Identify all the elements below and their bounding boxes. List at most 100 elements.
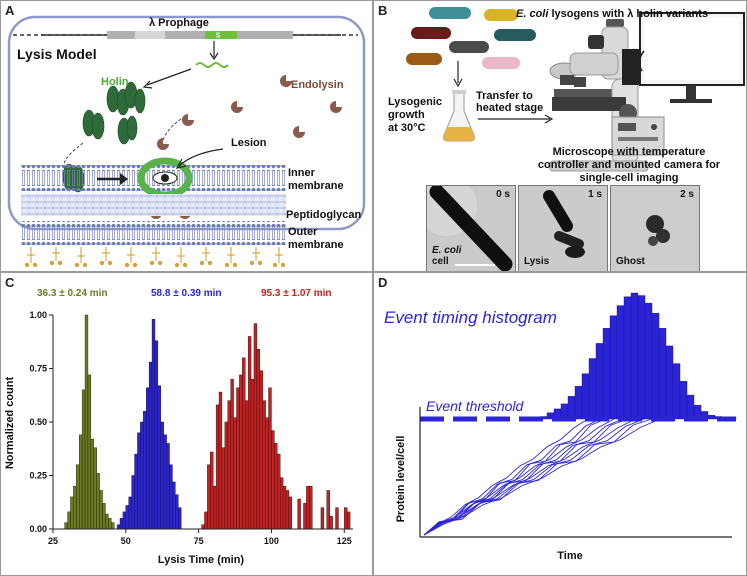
c-bar	[125, 505, 129, 530]
microscope-line-1: Microscope with temperature	[553, 146, 706, 158]
c-bar	[119, 518, 124, 530]
lysogen-7	[482, 57, 520, 69]
imaging-setup-diagram: E. coli lysogens with λ holin variants L…	[388, 7, 745, 184]
c-bar	[96, 473, 100, 530]
d-hist-bar	[630, 292, 639, 420]
c-bar	[277, 453, 281, 530]
c-bar	[245, 400, 249, 530]
microscope-line-3: single-cell imaging	[579, 172, 678, 184]
c-bar	[70, 496, 74, 530]
c-bar	[212, 485, 217, 530]
protein-trace	[423, 418, 661, 536]
lysogen-6	[406, 53, 442, 65]
c-bar	[247, 336, 252, 530]
c-bar	[172, 481, 176, 530]
c-ytick-label: 0.25	[29, 471, 47, 481]
frame-time-2s: 2 s	[680, 189, 694, 200]
c-bar	[236, 387, 240, 530]
c-bar	[73, 485, 77, 530]
c-bar	[64, 522, 68, 530]
c-ytick-label: 0.75	[29, 364, 47, 374]
c-bar	[207, 464, 211, 530]
c-ytick-label: 0.50	[29, 417, 47, 427]
camera-icon	[622, 49, 642, 85]
outer-membrane-line-2: membrane	[288, 239, 344, 251]
c-bar	[256, 349, 260, 530]
c-bar	[201, 524, 205, 530]
c-bar	[134, 453, 138, 530]
c-bar	[143, 411, 147, 530]
frame-caption-1s: Lysis	[524, 256, 550, 267]
lysogens-italic: E. coli	[516, 8, 549, 20]
d-hist-bar	[672, 363, 681, 420]
frame-time-0s: 0 s	[496, 189, 510, 200]
inner-membrane-line-1: Inner	[288, 167, 316, 179]
transfer-line-1: Transfer to	[476, 90, 533, 102]
c-bar	[262, 400, 266, 530]
frame-caption-0s-line-1: E. coli	[432, 245, 462, 256]
c-stat-1: 36.3 ± 0.24 min	[37, 288, 108, 299]
c-bar	[79, 434, 83, 530]
protein-trace	[423, 418, 589, 536]
growth-line-1: Lysogenic	[388, 96, 442, 108]
c-bar	[157, 385, 161, 530]
lysogen-3	[411, 27, 451, 39]
lysogen-2	[484, 9, 518, 21]
c-bar	[160, 421, 164, 530]
c-xtick-label: 75	[194, 536, 204, 546]
d-hist-bar	[567, 396, 576, 420]
transfer-line-2: heated stage	[476, 102, 543, 114]
c-bar	[230, 378, 234, 530]
d-hist-bar	[588, 358, 597, 420]
threshold-label: Event threshold	[426, 398, 524, 414]
panel-c-label: C	[5, 275, 15, 290]
c-bar	[253, 323, 258, 530]
panel-d-label: D	[378, 275, 388, 290]
lysogens-label: E. coli lysogens with λ holin variants	[516, 8, 708, 20]
c-bar	[146, 387, 150, 530]
c-bar	[268, 387, 272, 530]
c-xtick-label: 50	[121, 536, 131, 546]
gene-s-label: S	[216, 33, 221, 40]
d-hist-bar	[609, 315, 618, 420]
c-bar	[76, 464, 80, 530]
d-hist-bar	[616, 305, 625, 420]
c-bar	[227, 400, 231, 530]
c-bar	[169, 464, 173, 530]
protein-trace	[423, 418, 637, 536]
histogram-label: Event timing histogram	[384, 308, 557, 327]
holin-label: Holin	[101, 76, 129, 88]
outer-membrane-line-1: Outer	[288, 226, 318, 238]
endolysin-label: Endolysin	[291, 79, 344, 91]
c-bar	[148, 361, 153, 530]
c-bar	[265, 417, 269, 530]
c-bar	[250, 378, 255, 530]
lysogen-4	[449, 41, 489, 53]
c-ylabel: Normalized count	[4, 377, 16, 470]
c-bar	[140, 421, 144, 530]
growth-line-3: at 30°C	[388, 122, 425, 134]
panel-b: B	[373, 0, 747, 272]
c-stat-3: 95.3 ± 1.07 min	[261, 288, 332, 299]
c-bar	[320, 507, 325, 530]
c-bar	[306, 485, 310, 530]
d-hist-bar	[644, 302, 653, 420]
d-hist-bar	[574, 386, 583, 420]
c-bar	[239, 374, 243, 530]
c-bar	[166, 443, 170, 530]
c-xtick-label: 125	[337, 536, 352, 546]
d-hist-bar	[686, 394, 695, 420]
c-bar	[288, 496, 293, 530]
c-stat-2: 58.8 ± 0.39 min	[151, 288, 222, 299]
panel-d: D Event timing histogram Event threshold…	[373, 272, 747, 576]
lysis-model-title: Lysis Model	[17, 46, 97, 62]
d-hist-bar	[679, 380, 688, 420]
panel-b-label: B	[378, 3, 388, 18]
